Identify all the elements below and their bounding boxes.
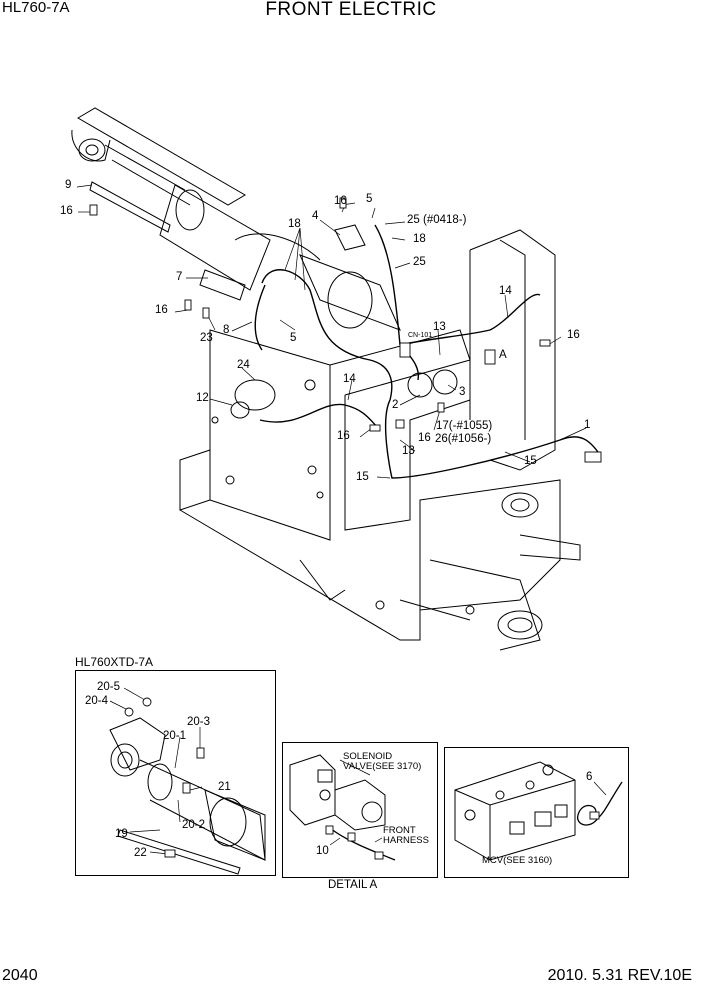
callout-15: 15 xyxy=(524,455,537,467)
front-harness-note-line2: HARNESS xyxy=(383,835,429,846)
callout-22: 22 xyxy=(134,847,147,859)
detail-a-caption: DETAIL A xyxy=(328,879,378,891)
solenoid-note-line1: SOLENOID xyxy=(343,751,393,762)
callout-10: 10 xyxy=(316,845,329,857)
callout-15: 15 xyxy=(356,471,369,483)
callout-4: 4 xyxy=(312,210,319,222)
callout-12: 12 xyxy=(196,392,209,404)
callout-9: 9 xyxy=(65,179,72,191)
callout-13: 13 xyxy=(433,321,446,333)
callout-16: 16 xyxy=(60,205,73,217)
callout-13: 13 xyxy=(402,445,415,457)
callout-25: 25 xyxy=(413,256,426,268)
callout-2: 2 xyxy=(392,399,399,411)
model-code: HL760-7A xyxy=(2,0,70,16)
callout-1: 1 xyxy=(584,419,591,431)
callout-25: 25 (#0418-) xyxy=(407,214,467,226)
callout-5: 5 xyxy=(290,332,297,344)
front-harness-note-line1: FRONT xyxy=(383,825,416,836)
callout-16: 16 xyxy=(155,304,168,316)
callout-20-1: 20-1 xyxy=(163,730,187,742)
detail-a-frame xyxy=(282,742,438,878)
callout-20-4: 20-4 xyxy=(85,695,109,707)
mcv-frame xyxy=(444,747,629,878)
connector-cn101: CN-101 xyxy=(408,332,433,339)
callout-24: 24 xyxy=(237,359,250,371)
callout-16: 16 xyxy=(334,195,347,207)
revision-stamp: 2010. 5.31 REV.10E xyxy=(547,967,692,984)
page-title: FRONT ELECTRIC xyxy=(265,0,437,20)
mcv-caption: MCV(SEE 3160) xyxy=(482,855,553,866)
callout-26: 26(#1056-) xyxy=(435,433,492,445)
callout-19: 19 xyxy=(115,828,128,840)
callout-16: 16 xyxy=(567,329,580,341)
callout-18: 18 xyxy=(413,233,426,245)
callout-14: 14 xyxy=(343,373,356,385)
callout-7: 7 xyxy=(176,271,183,283)
callout-23: 23 xyxy=(200,332,213,344)
callout-3: 3 xyxy=(459,386,466,398)
page-number: 2040 xyxy=(2,967,38,984)
callout-21: 21 xyxy=(218,781,231,793)
callout-14: 14 xyxy=(499,285,512,297)
callout-16: 16 xyxy=(418,432,431,444)
callout-20-5: 20-5 xyxy=(97,681,121,693)
callout-20-2: 20-2 xyxy=(182,819,206,831)
callout-17: 17(-#1055) xyxy=(436,420,493,432)
inset-xtd-header: HL760XTD-7A xyxy=(75,655,154,669)
solenoid-note-line2: VALVE(SEE 3170) xyxy=(343,761,422,772)
callout-8: 8 xyxy=(223,324,230,336)
inset-xtd-frame xyxy=(75,670,276,876)
callout-A: A xyxy=(499,349,507,361)
callout-5: 5 xyxy=(366,193,373,205)
callout-16: 16 xyxy=(337,430,350,442)
callout-18: 18 xyxy=(288,218,301,230)
callout-6: 6 xyxy=(586,771,593,783)
callout-20-3: 20-3 xyxy=(187,716,211,728)
